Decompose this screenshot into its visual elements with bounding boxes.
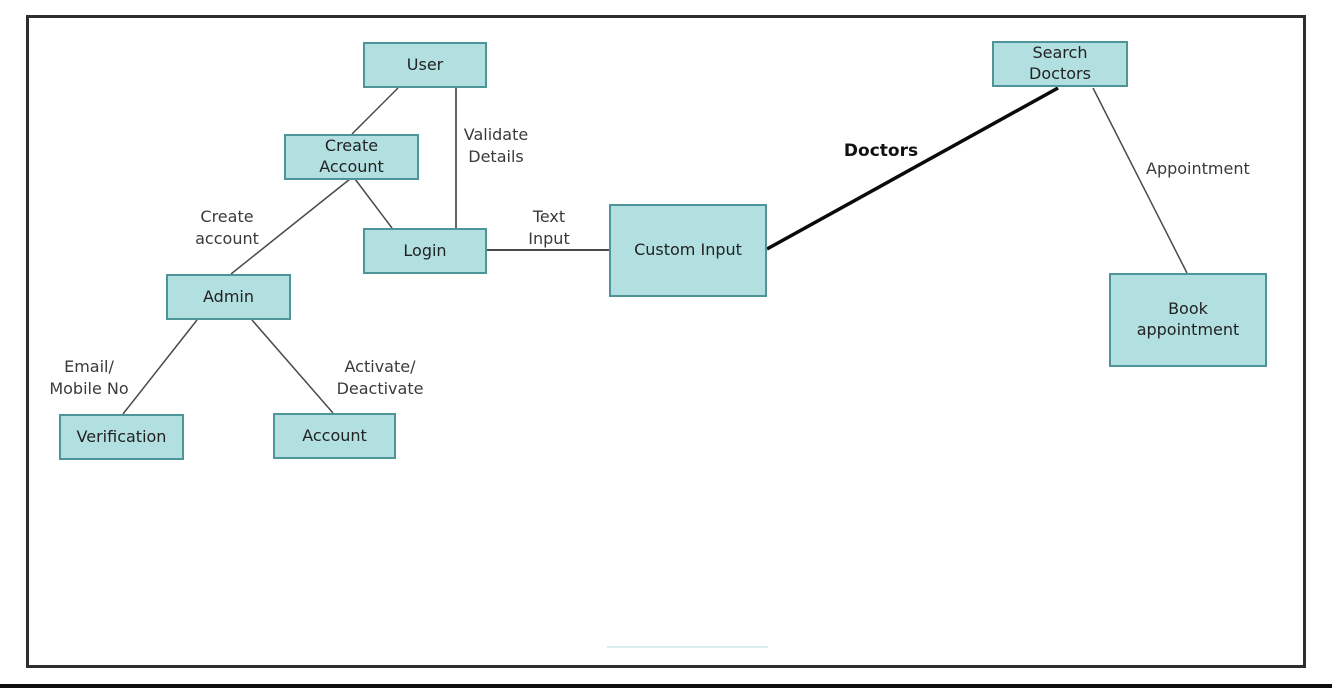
node-login: Login	[363, 228, 487, 274]
edge-label-doctors: Doctors	[843, 141, 919, 161]
edge-label-create-account: Create account	[195, 207, 259, 249]
edge-create-account-login	[354, 178, 393, 229]
edge-search-doctors-book-appointment	[1092, 87, 1188, 274]
node-create-account: Create Account	[284, 134, 419, 180]
page-bottom-rule	[0, 684, 1332, 688]
node-user: User	[363, 42, 487, 88]
edge-create-account-admin	[230, 178, 351, 275]
edge-label-activate-deactivate: Activate/ Deactivate	[336, 357, 424, 399]
edge-user-create-account	[351, 87, 399, 135]
edge-admin-account	[251, 319, 334, 414]
edge-label-validate-details: Validate Details	[463, 125, 529, 167]
node-account: Account	[273, 413, 396, 459]
node-custom-input: Custom Input	[609, 204, 767, 297]
edge-custom-input-search-doctors	[766, 86, 1059, 251]
node-book-appointment: Book appointment	[1109, 273, 1267, 367]
edge-label-email-mobile-no: Email/ Mobile No	[49, 357, 129, 399]
edge-admin-verification	[122, 319, 198, 415]
node-verification: Verification	[59, 414, 184, 460]
edge-label-appointment: Appointment	[1146, 159, 1250, 178]
diagram-outer-frame	[26, 15, 1306, 668]
edge-label-text-input: Text Input	[528, 207, 570, 249]
node-admin: Admin	[166, 274, 291, 320]
node-search-doctors: Search Doctors	[992, 41, 1128, 87]
